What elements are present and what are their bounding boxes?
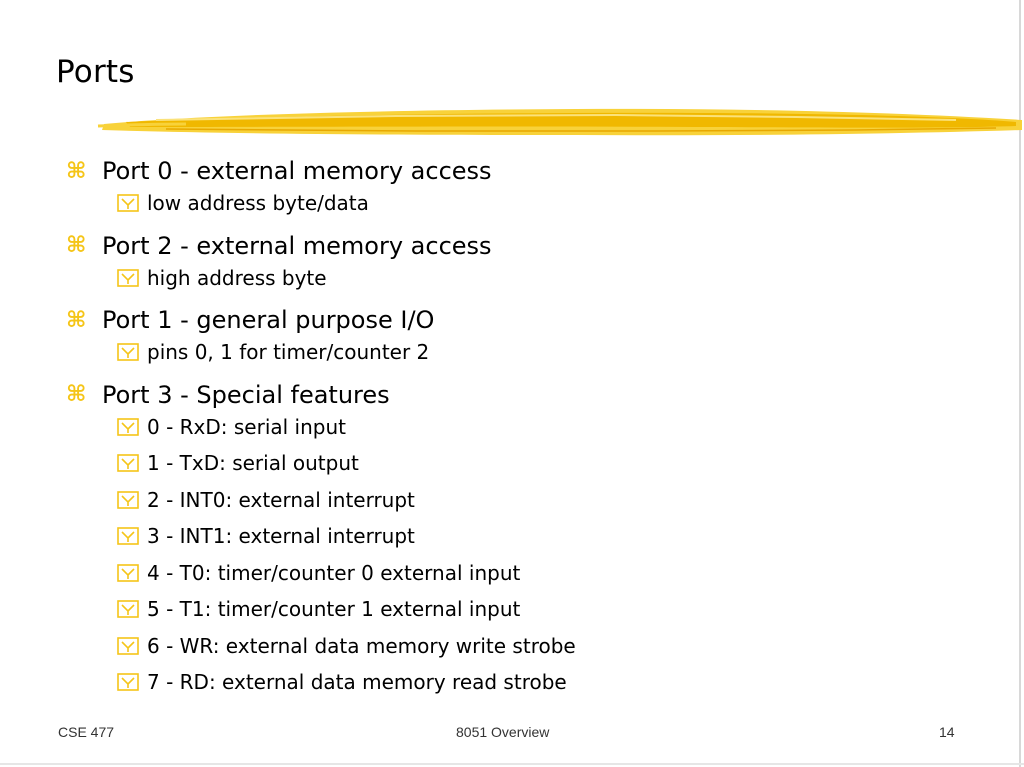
checkbox-y-icon: [117, 636, 139, 655]
bullet-level1-text: Port 1 - general purpose I/O: [102, 306, 435, 334]
bullet-level2: 6 - WR: external data memory write strob…: [117, 632, 576, 660]
bullet-level1-text: Port 0 - external memory access: [102, 157, 492, 185]
bullet-level2: 5 - T1: timer/counter 1 external input: [117, 595, 520, 623]
bullet-level2-text: 6 - WR: external data memory write strob…: [147, 633, 576, 658]
bullet-level1-text: Port 2 - external memory access: [102, 231, 492, 260]
bullet-level2-text: 0 - RxD: serial input: [147, 414, 347, 439]
footer-course: CSE 477: [58, 724, 115, 740]
bullet-level2: 1 - TxD: serial output: [117, 449, 359, 477]
bullet-level2: 4 - T0: timer/counter 0 external input: [117, 559, 520, 587]
title-underline-brush-stroke: [97, 108, 1022, 136]
checkbox-y-icon: [117, 600, 139, 618]
bullet-level2: high address byte: [117, 264, 327, 292]
bullet-level2: 7 - RD: external data memory read strobe: [117, 668, 567, 696]
bullet-level2: 3 - INT1: external interrupt: [117, 522, 415, 550]
bullet-level1: ⌘ Port 3 - Special features: [66, 379, 390, 411]
bullet-level2-text: 5 - T1: timer/counter 1 external input: [147, 597, 521, 621]
bullet-level2-text: high address byte: [147, 265, 327, 290]
bullet-level2-text: 2 - INT0: external interrupt: [147, 487, 415, 512]
bullet-level2: pins 0, 1 for timer/counter 2: [117, 338, 429, 366]
bullet-level1: ⌘ Port 1 - general purpose I/O: [66, 304, 434, 336]
bullet-level2: low address byte/data: [117, 189, 369, 217]
command-key-icon: ⌘: [66, 158, 87, 184]
checkbox-y-icon: [117, 563, 139, 582]
checkbox-y-icon: [117, 527, 139, 545]
bottom-border: [0, 763, 1024, 765]
checkbox-y-icon: [117, 194, 139, 212]
checkbox-y-icon: [117, 268, 139, 287]
slide-title: Ports: [56, 54, 135, 90]
checkbox-y-icon: [117, 343, 139, 361]
bullet-level2-text: 3 - INT1: external interrupt: [147, 524, 415, 548]
checkbox-y-icon: [117, 673, 139, 691]
footer-page-number: 14: [939, 724, 955, 740]
bullet-level2-text: 1 - TxD: serial output: [147, 451, 359, 475]
bullet-level2-text: 4 - T0: timer/counter 0 external input: [147, 560, 521, 585]
bullet-level1: ⌘ Port 0 - external memory access: [66, 155, 492, 187]
checkbox-y-icon: [117, 417, 139, 436]
bullet-level2-text: 7 - RD: external data memory read strobe: [147, 670, 567, 694]
checkbox-y-icon: [117, 454, 139, 472]
command-key-icon: ⌘: [66, 382, 87, 407]
bullet-level1: ⌘ Port 2 - external memory access: [66, 230, 492, 262]
footer-title: 8051 Overview: [456, 724, 550, 740]
command-key-icon: ⌘: [66, 307, 87, 333]
bullet-level2-text: pins 0, 1 for timer/counter 2: [147, 340, 430, 364]
bullet-level1-text: Port 3 - Special features: [102, 380, 390, 409]
bullet-level2-text: low address byte/data: [147, 191, 369, 215]
checkbox-y-icon: [117, 490, 139, 509]
bullet-level2: 2 - INT0: external interrupt: [117, 486, 415, 514]
right-border: [1019, 0, 1021, 767]
bullet-level2: 0 - RxD: serial input: [117, 413, 346, 441]
command-key-icon: ⌘: [66, 233, 87, 258]
